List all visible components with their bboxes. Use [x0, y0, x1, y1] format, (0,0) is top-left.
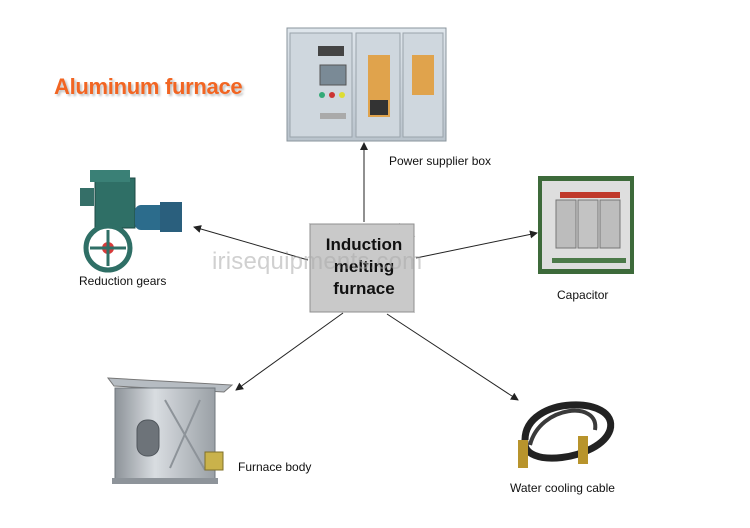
reduction-gears-image — [80, 170, 182, 273]
label-water-cooling-cable: Water cooling cable — [510, 481, 615, 495]
furnace-body-image — [106, 377, 234, 484]
arrow-to-furnace-body — [235, 312, 344, 391]
label-furnace-body: Furnace body — [238, 460, 312, 474]
arrow-to-water-cable — [386, 313, 519, 401]
power-supplier-box-image — [286, 27, 447, 142]
arrow-to-reduction-gears — [193, 225, 309, 261]
label-capacitor: Capacitor — [557, 288, 609, 302]
center-box — [308, 222, 416, 314]
label-power-supplier-box: Power supplier box — [389, 154, 492, 168]
arrow-to-capacitor — [415, 230, 538, 259]
watermark: irisequipments.com — [212, 248, 423, 275]
center-label-line2: melting — [333, 257, 395, 276]
page-title: Aluminum furnace — [54, 74, 243, 99]
label-reduction-gears: Reduction gears — [79, 274, 167, 288]
center-label: Induction melting furnace — [314, 234, 414, 300]
center-label-line1: Induction — [325, 235, 403, 254]
water-cooling-cable-image — [518, 401, 615, 468]
capacitor-image — [538, 176, 634, 274]
center-label-line3: furnace — [333, 279, 395, 298]
